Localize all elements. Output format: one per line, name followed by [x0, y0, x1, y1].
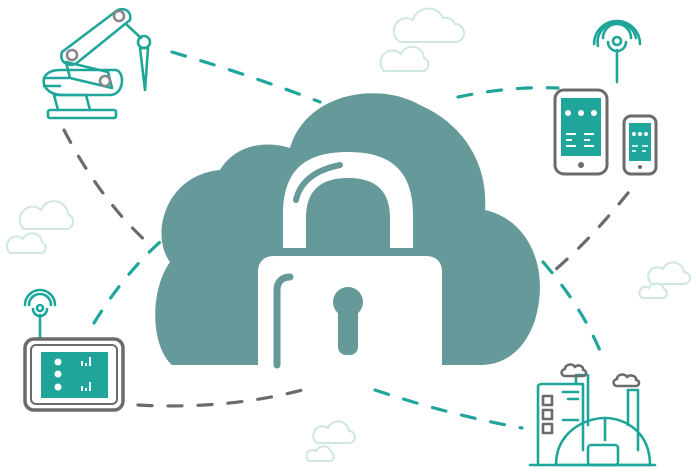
cloud-lock-icon — [155, 93, 540, 369]
body-highlight — [273, 273, 294, 369]
connection-robot-down — [62, 128, 152, 247]
main-cloud — [155, 93, 540, 366]
node-control-panel — [23, 288, 125, 412]
smoke-clouds-icon — [560, 363, 641, 388]
node-robot-arm — [42, 7, 152, 120]
factory-icon — [528, 373, 657, 467]
decorative-clouds — [5, 7, 691, 462]
wireless-antenna-icon — [592, 19, 642, 84]
keyhole-slot — [338, 305, 358, 355]
connection-panel-to-cloud — [92, 230, 174, 325]
iot-control-panel-icon — [23, 337, 125, 412]
decor-cloud-top — [379, 7, 465, 72]
connection-robot-to-cloud — [170, 50, 322, 104]
node-factory — [528, 363, 657, 467]
node-mobile-devices — [553, 19, 658, 176]
shackle-highlight — [293, 162, 343, 203]
wireless-antenna-icon — [23, 288, 57, 341]
connection-phones-to-cloud — [553, 191, 630, 272]
decor-cloud-bottom — [305, 420, 356, 462]
tablet-and-phone-icon — [553, 88, 658, 176]
decor-cloud-left — [5, 200, 75, 254]
connection-cloud-to-factory — [541, 260, 607, 365]
industrial-robot-arm-icon — [42, 7, 152, 120]
connection-lines — [62, 50, 630, 430]
decor-cloud-right — [638, 261, 691, 299]
connection-panel-to-center — [136, 386, 312, 408]
connection-center-to-factory — [373, 388, 524, 430]
connection-cloud-to-phones — [456, 86, 560, 99]
